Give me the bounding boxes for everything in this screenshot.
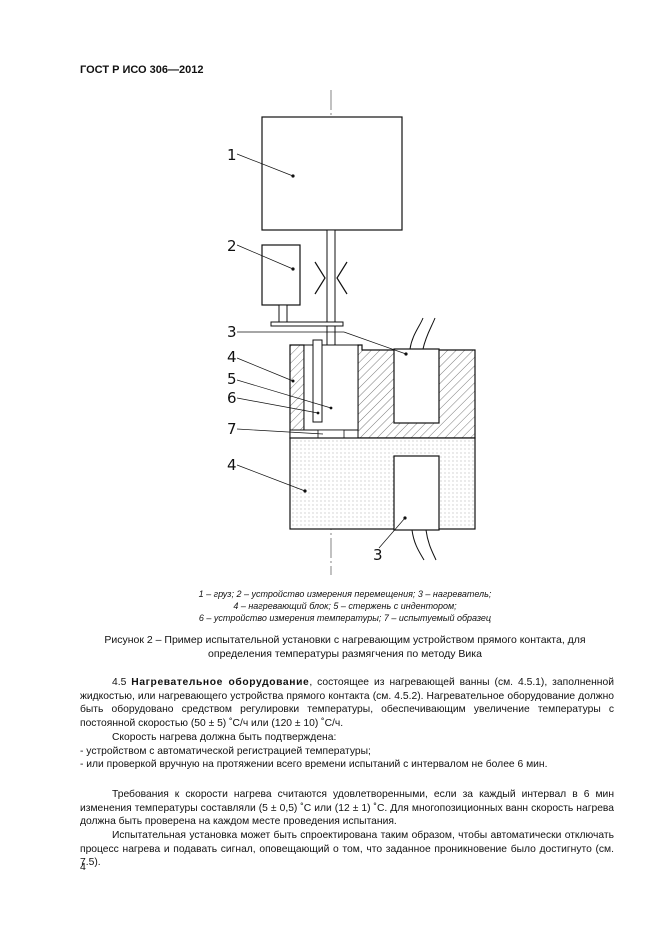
- block-cavity: [303, 344, 359, 431]
- term-heating-equipment: Нагревательное оборудование: [131, 677, 310, 688]
- document-header: ГОСТ Р ИСО 306—2012: [80, 64, 204, 76]
- figure-legend-line-3: 6 – устройство измерения температуры; 7 …: [198, 613, 492, 623]
- section-number: 4.5: [112, 677, 132, 688]
- page-number: 4: [80, 861, 86, 873]
- paragraph-auto-shutoff: Испытательная установка может быть спрое…: [80, 830, 614, 869]
- paragraph-rate-confirm: Скорость нагрева должна быть подтвержден…: [112, 732, 337, 743]
- label-heating-block-bottom: 4: [227, 456, 237, 474]
- label-displacement-device: 2: [227, 237, 237, 255]
- load-weight: [261, 116, 403, 231]
- label-heater-bottom: 3: [373, 546, 383, 564]
- paragraph-auto-recording: - устройством с автоматической регистрац…: [80, 746, 371, 757]
- label-heater-top: 3: [227, 323, 237, 341]
- upper-heater: [393, 348, 440, 424]
- lower-heating-block: [289, 437, 476, 530]
- figure-caption-line-2: определения температуры размягчения по м…: [208, 648, 482, 660]
- test-apparatus-diagram: 1 2 3 4 5 6 7 4 3: [227, 90, 476, 575]
- rod-plate: [270, 321, 344, 327]
- lower-heater: [393, 455, 440, 531]
- paragraph-manual-check: - или проверкой вручную на протяжении вс…: [80, 759, 548, 770]
- rod-guide-left: [314, 261, 326, 295]
- displacement-probe: [278, 304, 288, 323]
- paragraph-rate-requirements: Требования к скорости нагрева считаются …: [80, 789, 614, 828]
- temperature-sensor: [312, 339, 323, 423]
- paragraph-heating-equipment: 4.5 Нагревательное оборудование, состоящ…: [80, 676, 614, 730]
- rod-guide-right: [336, 261, 348, 295]
- displacement-device: [261, 244, 301, 306]
- label-load: 1: [227, 146, 237, 164]
- figure-caption: Рисунок 2 – Пример испытательной установ…: [80, 633, 610, 661]
- paragraph-heating-equipment-body: , состоящее из нагревающей ванны (см. 4.…: [80, 677, 614, 729]
- figure-legend-line-2: 4 – нагревающий блок; 5 – стержень с инд…: [233, 601, 457, 611]
- figure-caption-line-1: Рисунок 2 – Пример испытательной установ…: [104, 634, 586, 646]
- figure-legend-line-1: 1 – груз; 2 – устройство измерения перем…: [198, 589, 492, 599]
- label-temperature-sensor: 6: [227, 389, 237, 407]
- label-indenter-rod: 5: [227, 370, 237, 388]
- label-heating-block-top: 4: [227, 348, 237, 366]
- label-specimen: 7: [227, 420, 237, 438]
